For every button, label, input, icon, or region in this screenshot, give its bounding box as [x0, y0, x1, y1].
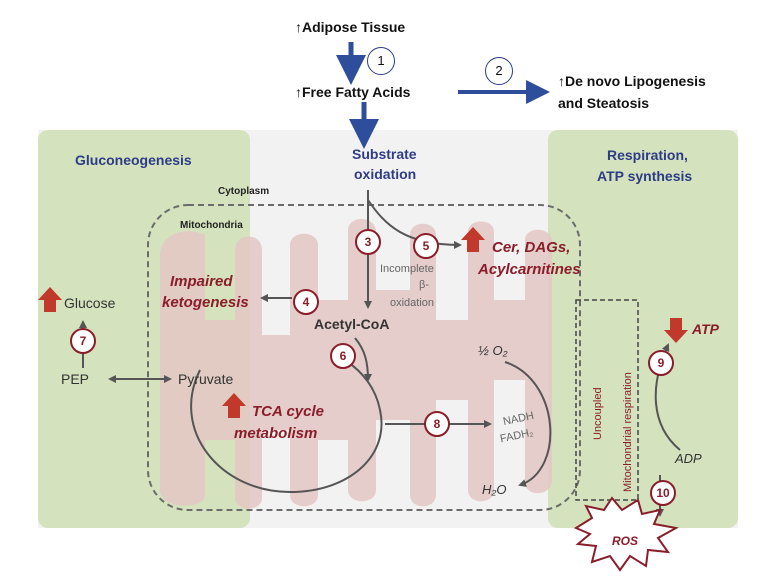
uncoupled-label: Uncoupled — [592, 387, 604, 440]
step-8-marker: 8 — [424, 411, 450, 437]
step-10-marker: 10 — [650, 480, 676, 506]
acetyl-coa-label: Acetyl-CoA — [314, 316, 390, 332]
respiration-header-line1: Respiration, — [607, 147, 688, 163]
impaired-ketogenesis-line1: Impaired — [170, 273, 233, 290]
substrate-oxidation-line2: oxidation — [354, 166, 417, 182]
h2o-label: H₂O — [482, 482, 507, 497]
tca-cycle-loop — [190, 359, 383, 494]
step-6-marker: 6 — [330, 343, 356, 369]
respiration-header-line2: ATP synthesis — [597, 168, 693, 184]
ros-label: ROS — [612, 534, 639, 548]
tca-cycle-line1: TCA cycle — [252, 403, 324, 420]
step-3-marker: 3 — [355, 229, 381, 255]
uncoupled-box — [575, 299, 639, 501]
impaired-ketogenesis-line2: ketogenesis — [162, 294, 249, 311]
etc-arc — [504, 361, 552, 487]
half-o2-label: ½ O₂ — [478, 343, 508, 358]
pep-label: PEP — [61, 371, 90, 387]
arrow-acetylcoa-to-tca — [354, 337, 372, 382]
cer-dags-label-line2: Acylcarnitines — [478, 261, 581, 278]
mitochondria-label: Mitochondria — [180, 220, 243, 231]
ros-starburst — [573, 496, 679, 572]
step-4-marker: 4 — [293, 289, 319, 315]
step-9-marker: 9 — [648, 350, 674, 376]
mitochondrial-respiration-label: Mitochondrial respiration — [622, 372, 634, 492]
free-fatty-acids-label: ↑Free Fatty Acids — [295, 84, 411, 100]
tca-cycle-line2: metabolism — [234, 425, 318, 442]
lipogenesis-label-line1: ↑De novo Lipogenesis — [558, 73, 706, 89]
cer-dags-label-line1: Cer, DAGs, — [492, 239, 571, 256]
step-5-marker: 5 — [413, 233, 439, 259]
adp-label: ADP — [675, 451, 702, 466]
mitochondria-cristae — [160, 218, 552, 509]
incomplete-label: Incomplete — [380, 263, 434, 275]
arrow-substrate-to-cer — [367, 199, 462, 249]
adipose-tissue-label: ↑Adipose Tissue — [295, 19, 406, 35]
down-arrow-atp — [664, 318, 688, 343]
oxidation-label: oxidation — [390, 297, 435, 309]
mitochondria-outline — [147, 204, 581, 511]
substrate-oxidation-line1: Substrate — [352, 146, 417, 162]
cytoplasm-label: Cytoplasm — [218, 186, 270, 197]
glucose-label: Glucose — [64, 295, 116, 311]
beta-label: β- — [419, 279, 429, 291]
up-arrow-tca — [222, 393, 246, 418]
gluconeogenesis-header: Gluconeogenesis — [75, 152, 192, 168]
up-arrow-glucose — [38, 287, 62, 312]
atp-label: ATP — [692, 321, 719, 337]
step-2-marker: 2 — [485, 57, 513, 85]
pyruvate-label: Pyruvate — [178, 371, 234, 387]
right-green-panel — [548, 130, 738, 528]
step-1-marker: 1 — [367, 47, 395, 75]
step-7-marker: 7 — [70, 328, 96, 354]
lipogenesis-label-line2: and Steatosis — [558, 95, 650, 111]
up-arrow-cer — [461, 227, 485, 252]
